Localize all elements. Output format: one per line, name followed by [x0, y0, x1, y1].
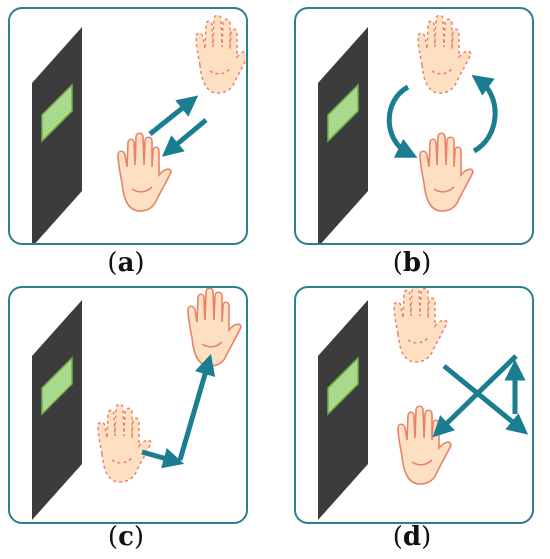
hand-dashed-icon [417, 14, 472, 94]
panel-d-drawing [317, 288, 529, 521]
caption-a: (a) [107, 248, 145, 278]
device-icon [317, 26, 369, 243]
arrow-diagonal-down [442, 364, 529, 435]
hand-solid-icon [187, 288, 242, 367]
device-icon [31, 299, 83, 521]
panel-d [294, 286, 534, 524]
hand-dashed-icon [195, 14, 246, 94]
panel-b [294, 7, 534, 245]
arrow-up [177, 353, 216, 461]
arrow-up-right [148, 95, 199, 136]
panel-c [8, 286, 248, 524]
caption-d: (d) [392, 522, 432, 552]
caption-c: (c) [107, 522, 145, 552]
hand-solid-icon [117, 132, 172, 212]
arrow-curve-left [386, 84, 418, 158]
hand-dashed-icon [97, 403, 152, 483]
arrow-down-left [161, 118, 208, 157]
device-icon [31, 26, 83, 243]
panel-b-drawing [317, 14, 498, 243]
arrow-diagonal-left [432, 354, 518, 438]
hand-solid-icon [397, 405, 452, 485]
hand-solid-icon [419, 132, 474, 212]
device-icon [317, 299, 369, 521]
panel-c-drawing [31, 288, 242, 521]
caption-b: (b) [392, 248, 432, 278]
panel-a [8, 7, 248, 245]
arrow-right [141, 448, 185, 469]
arrow-curve-right [471, 74, 498, 154]
panel-a-drawing [31, 14, 246, 243]
hand-dashed-icon [393, 288, 448, 363]
